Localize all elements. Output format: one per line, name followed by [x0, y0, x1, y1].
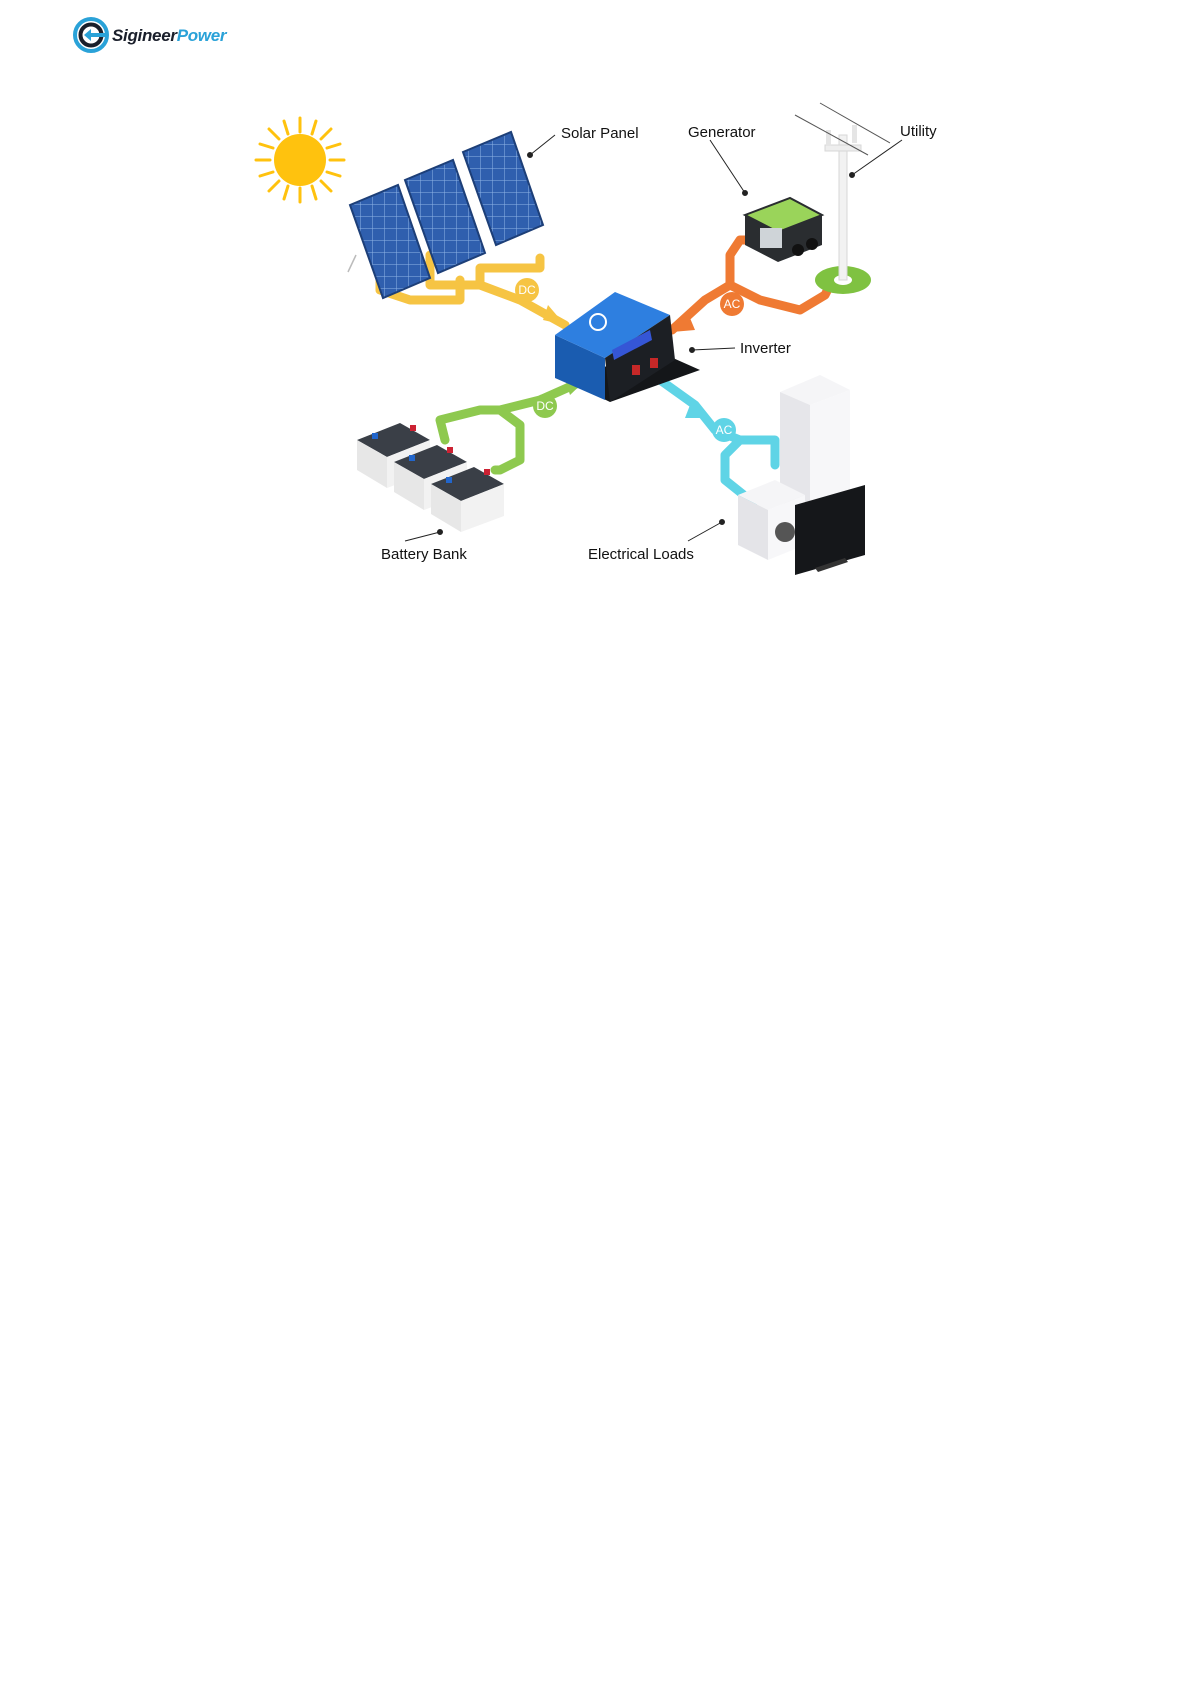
svg-text:DC: DC: [518, 283, 536, 297]
label-electrical-loads: Electrical Loads: [588, 546, 694, 563]
label-solar-panel: Solar Panel: [561, 125, 639, 142]
battery-bank-icon: [357, 423, 504, 532]
battery-dc-flow: [440, 380, 585, 470]
label-generator: Generator: [688, 124, 756, 141]
battery-flow-tag: DC: [533, 394, 557, 418]
solar-flow-tag: DC: [515, 278, 539, 302]
inverter-icon: [555, 292, 700, 402]
ac-input-flow: [672, 240, 830, 330]
svg-text:DC: DC: [536, 399, 554, 413]
svg-text:AC: AC: [724, 297, 741, 311]
solar-panel-icon: [348, 132, 543, 298]
generator-icon: [745, 198, 822, 262]
label-battery-bank: Battery Bank: [381, 546, 467, 563]
label-inverter: Inverter: [740, 340, 791, 357]
utility-pole-icon: [795, 103, 890, 294]
solar-flow-arrow-icon: [543, 305, 565, 325]
electrical-loads-icon: [738, 375, 865, 575]
label-utility: Utility: [900, 123, 937, 140]
sun-icon: [256, 118, 344, 202]
svg-text:AC: AC: [716, 423, 733, 437]
loads-flow-tag: AC: [712, 418, 736, 442]
generator-flow-tag: AC: [720, 292, 744, 316]
